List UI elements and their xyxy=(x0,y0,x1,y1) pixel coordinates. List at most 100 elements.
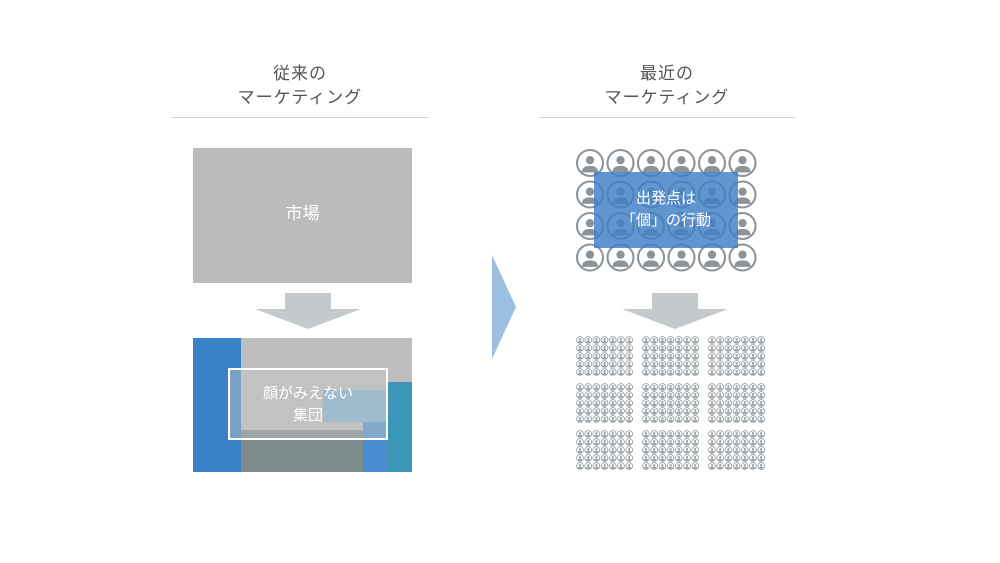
person-icon xyxy=(728,243,757,272)
small-person-icon xyxy=(642,368,650,376)
small-person-icon xyxy=(617,344,625,352)
small-person-icon xyxy=(675,446,683,454)
small-person-icon xyxy=(666,360,675,368)
small-person-icon xyxy=(584,344,592,352)
small-person-icon xyxy=(683,430,691,438)
center-right-arrow-shape xyxy=(492,255,516,359)
small-person-icon xyxy=(608,415,617,423)
small-person-icon xyxy=(732,391,741,399)
person-icon xyxy=(667,148,696,178)
small-person-icon xyxy=(642,391,650,399)
small-person-icon xyxy=(600,454,609,462)
small-person-icon xyxy=(658,462,667,470)
small-person-icon xyxy=(608,446,617,454)
small-person-icon xyxy=(757,415,766,423)
small-person-icon xyxy=(650,368,658,376)
group-teal-right xyxy=(387,382,412,472)
small-person-icon xyxy=(741,336,749,344)
small-person-icon xyxy=(741,415,749,423)
right-title: 最近の マーケティング xyxy=(537,62,797,110)
small-person-icon xyxy=(650,430,658,438)
small-person-icon xyxy=(675,352,683,360)
small-person-icon xyxy=(757,368,766,376)
small-person-icon xyxy=(608,391,617,399)
small-person-icon xyxy=(741,352,749,360)
small-person-icon xyxy=(600,438,609,446)
small-person-icon xyxy=(708,407,716,415)
small-person-icon xyxy=(666,446,675,454)
small-person-icon xyxy=(708,336,716,344)
small-person-icon xyxy=(650,415,658,423)
individual-label: 出発点は 「個」の行動 xyxy=(594,187,738,231)
small-person-icon xyxy=(749,430,757,438)
small-person-icon xyxy=(749,336,757,344)
small-person-icon xyxy=(600,391,609,399)
small-person-icon xyxy=(650,336,658,344)
small-person-icon xyxy=(642,336,650,344)
left-title-line1: 従来の xyxy=(273,64,327,84)
small-person-icon xyxy=(757,352,766,360)
small-person-icon xyxy=(716,462,725,470)
small-person-icon xyxy=(732,415,741,423)
small-person-icon xyxy=(741,462,749,470)
small-person-icon xyxy=(625,336,633,344)
small-person-icon xyxy=(576,383,584,391)
small-person-icon xyxy=(757,407,766,415)
small-person-icon xyxy=(724,383,733,391)
small-person-icon xyxy=(757,336,766,344)
small-person-icon xyxy=(732,336,741,344)
small-person-icon xyxy=(691,454,699,462)
faceless-group-block: 顔がみえない 集団 xyxy=(193,338,412,472)
small-person-icon xyxy=(584,415,592,423)
small-person-icon xyxy=(576,344,584,352)
small-person-icon xyxy=(650,462,658,470)
small-person-icon xyxy=(708,438,716,446)
small-person-icon xyxy=(617,399,625,407)
small-person-icon xyxy=(675,368,683,376)
small-person-icon xyxy=(724,391,733,399)
small-person-icon xyxy=(683,454,691,462)
small-person-icon xyxy=(617,415,625,423)
small-person-icon xyxy=(683,446,691,454)
small-person-icon xyxy=(675,407,683,415)
small-person-icon xyxy=(642,446,650,454)
small-person-icon xyxy=(708,430,716,438)
small-person-icon xyxy=(675,391,683,399)
small-person-icon xyxy=(708,360,716,368)
small-person-icon xyxy=(683,383,691,391)
small-person-icon xyxy=(691,430,699,438)
small-person-icon xyxy=(650,438,658,446)
small-person-icon xyxy=(683,344,691,352)
small-person-icon xyxy=(600,352,609,360)
left-title-line2: マーケティング xyxy=(237,88,363,108)
small-person-icon xyxy=(716,415,725,423)
small-person-icon xyxy=(683,391,691,399)
small-person-icon xyxy=(666,438,675,446)
small-person-icon xyxy=(658,438,667,446)
small-person-icon xyxy=(658,407,667,415)
small-person-icon xyxy=(584,407,592,415)
small-person-icon xyxy=(617,360,625,368)
small-person-icon xyxy=(691,352,699,360)
small-person-icon xyxy=(666,415,675,423)
small-person-icon xyxy=(642,415,650,423)
small-person-icon xyxy=(642,462,650,470)
small-person-icon xyxy=(724,454,733,462)
small-person-icon xyxy=(642,383,650,391)
small-person-icon xyxy=(608,344,617,352)
small-person-icon xyxy=(576,407,584,415)
small-person-icon xyxy=(584,454,592,462)
small-person-icon xyxy=(658,430,667,438)
small-person-icon xyxy=(584,352,592,360)
small-person-icon xyxy=(724,407,733,415)
small-person-icon xyxy=(749,391,757,399)
small-person-icon xyxy=(625,391,633,399)
small-person-icon xyxy=(716,368,725,376)
small-person-icon xyxy=(708,352,716,360)
small-person-icon xyxy=(650,454,658,462)
individual-overlay: 出発点は 「個」の行動 xyxy=(594,172,738,248)
small-person-icon xyxy=(683,462,691,470)
small-person-icon xyxy=(584,462,592,470)
small-person-icon xyxy=(666,407,675,415)
small-person-icon xyxy=(749,446,757,454)
